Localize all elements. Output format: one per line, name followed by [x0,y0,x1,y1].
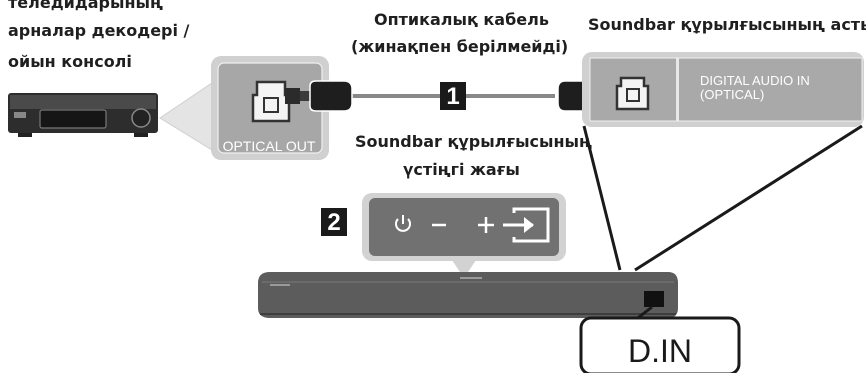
source-device-label-line1: теледидарының [8,0,163,12]
svg-text:2: 2 [327,209,340,236]
step-1-badge: 1 [440,82,466,110]
cable-label-line1: Оптикалық кабель [374,10,549,29]
soundbar-bottom-label: Soundbar құрылғысының асты [588,15,866,34]
optical-out-port [251,80,291,123]
step-2-badge: 2 [321,208,347,236]
soundbar-top-controls-panel [362,193,566,278]
svg-text:1: 1 [446,83,459,110]
set-top-box-device [8,93,158,137]
soundbar-top-label-line1: Soundbar құрылғысының [355,132,592,151]
source-device-label-line3: ойын консолі [8,52,132,71]
optical-out-label: OPTICAL OUT [223,138,316,154]
display-readout: D.IN [628,333,692,369]
soundbar-bottom-panel [582,52,864,127]
digital-audio-in-label-line2: (OPTICAL) [700,87,764,102]
bottom-panel-callout-lines [582,124,863,272]
source-device-label-line2: арналар декодері / [8,21,190,40]
cable-label-line2: (жинақпен берілмейді) [351,37,569,56]
digital-audio-in-label-line1: DIGITAL AUDIO IN [700,73,810,88]
volume-up-button [478,217,494,233]
power-button-icon [395,215,411,232]
soundbar-top-label-line2: үстіңгі жағы [403,160,520,179]
display-callout [579,305,741,373]
soundbar [258,272,678,318]
source-input-icon [503,207,550,243]
